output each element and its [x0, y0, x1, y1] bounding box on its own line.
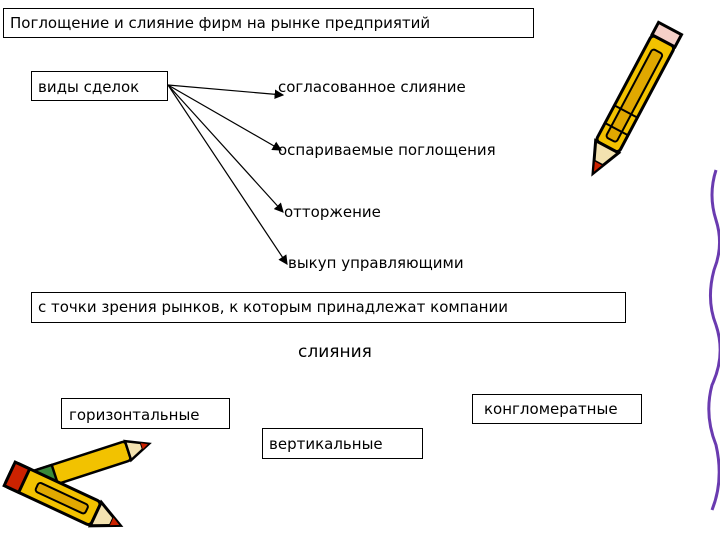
merger-type-label: конгломератные: [484, 400, 618, 418]
deal-type-item: выкуп управляющими: [288, 254, 464, 272]
page-title: Поглощение и слияние фирм на рынке предп…: [10, 14, 431, 32]
merger-type-box-horizontal: горизонтальные: [61, 398, 230, 429]
merger-type-box-conglomerate: конгломератные: [472, 394, 642, 424]
arrow-to-item-1: [167, 84, 285, 100]
deal-type-item: согласованное слияние: [278, 78, 466, 96]
market-criterion-label: с точки зрения рынков, к которым принадл…: [38, 298, 508, 316]
deal-type-item: оспариваемые поглощения: [278, 141, 496, 159]
arrow-to-item-2: [167, 84, 283, 151]
arrow-to-item-3: [167, 84, 284, 213]
merger-type-label: вертикальные: [269, 435, 383, 453]
merger-type-label: горизонтальные: [69, 406, 200, 424]
arrow-to-item-4: [167, 84, 288, 265]
market-criterion-box: с точки зрения рынков, к которым принадл…: [31, 292, 626, 323]
deal-type-item: отторжение: [284, 203, 381, 221]
deal-types-label: виды сделок: [38, 78, 140, 96]
deal-types-box: виды сделок: [31, 71, 168, 101]
mergers-heading: слияния: [298, 342, 372, 362]
title-box: Поглощение и слияние фирм на рынке предп…: [3, 8, 534, 38]
merger-type-box-vertical: вертикальные: [262, 428, 423, 459]
